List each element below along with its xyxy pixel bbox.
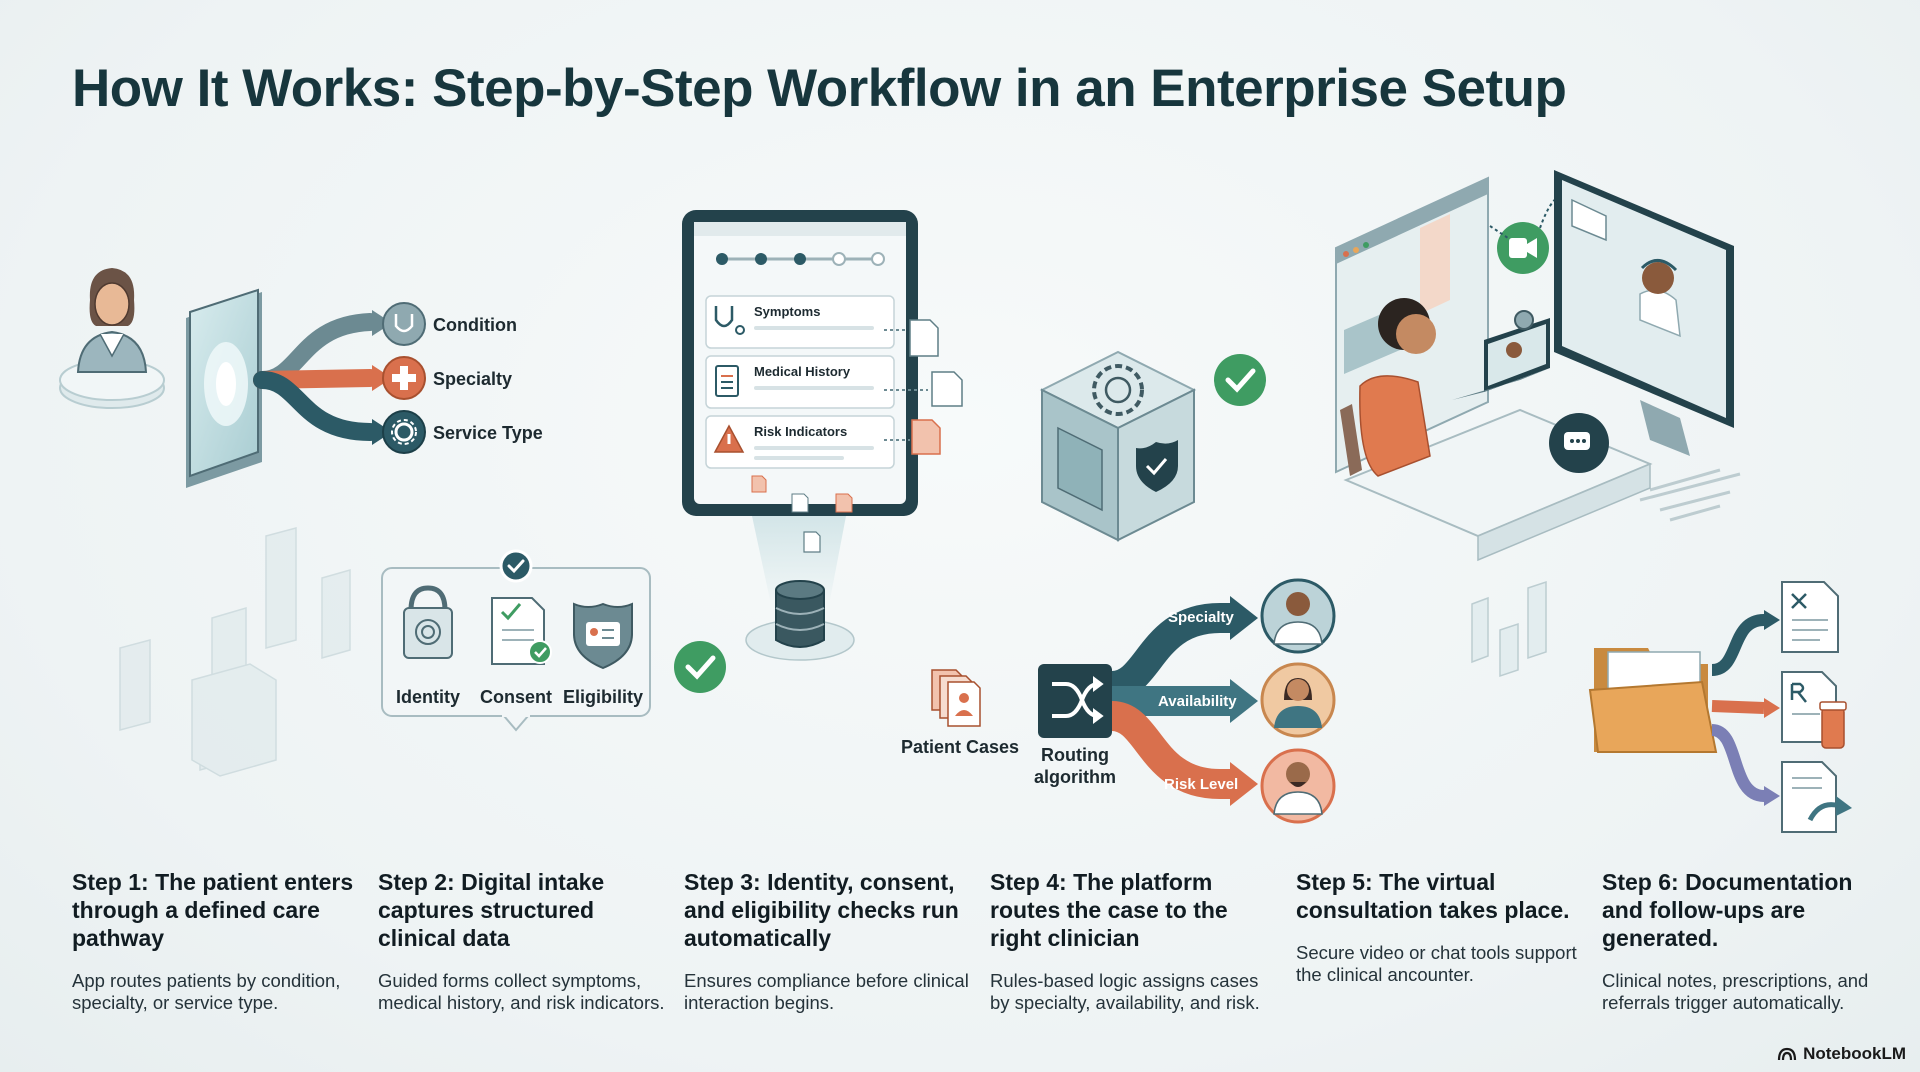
folder-icon xyxy=(1588,648,1718,753)
secure-cube-illustration xyxy=(1039,350,1266,542)
field-label-risk-indicators: Risk Indicators xyxy=(754,424,847,439)
step-6-body: Clinical notes, prescriptions, and refer… xyxy=(1602,970,1869,1013)
step-3-body: Ensures compliance before clinical inter… xyxy=(684,970,969,1013)
step-4: Step 4: The platform routes the case to … xyxy=(990,868,1280,1014)
route-arrow-specialty xyxy=(1110,603,1230,701)
referral-arrow xyxy=(1710,724,1765,802)
fingerprint-lock-icon xyxy=(403,585,453,659)
routing-label-line2: algorithm xyxy=(1034,767,1116,787)
clinical-notes-icon xyxy=(1781,581,1839,653)
warning-icon xyxy=(713,424,745,453)
step6-illustration xyxy=(1471,580,1852,833)
step-2: Step 2: Digital intake captures structur… xyxy=(378,868,668,1014)
branch-label-service-type: Service Type xyxy=(433,423,543,443)
step-5-heading: Step 5: The virtual consultation takes p… xyxy=(1296,869,1570,923)
patient-cases-icon xyxy=(931,669,981,727)
routing-shuffle-icon xyxy=(1038,664,1112,738)
brand-label: NotebookLM xyxy=(1803,1044,1906,1063)
clinician-monitor xyxy=(1554,170,1734,456)
chat-bubble-icon xyxy=(1549,413,1609,473)
step-4-heading: Step 4: The platform routes the case to … xyxy=(990,869,1228,951)
clinician-avatar-specialty xyxy=(1260,578,1336,654)
check-label-identity: Identity xyxy=(396,687,460,707)
field-label-symptoms: Symptoms xyxy=(754,304,820,319)
step3-illustration: Identity Consent Eligibility xyxy=(381,549,726,732)
data-lines-decoration xyxy=(1639,468,1741,522)
step-2-body: Guided forms collect symptoms, medical h… xyxy=(378,970,665,1013)
buildings-decoration xyxy=(119,527,351,777)
step-5: Step 5: The virtual consultation takes p… xyxy=(1296,868,1586,986)
stethoscope-icon xyxy=(382,302,426,346)
step-2-heading: Step 2: Digital intake captures structur… xyxy=(378,869,605,951)
step-3: Step 3: Identity, consent, and eligibili… xyxy=(684,868,974,1014)
clinician-avatar-risk xyxy=(1260,748,1336,824)
gear-icon xyxy=(382,410,426,454)
prescription-icon xyxy=(1781,671,1847,749)
field-label-medical-history: Medical History xyxy=(754,364,851,379)
notes-arrow xyxy=(1711,614,1765,676)
progress-stepper xyxy=(716,252,885,266)
step-4-body: Rules-based logic assigns cases by speci… xyxy=(990,970,1260,1013)
service-branch-arrow xyxy=(253,371,379,441)
step-6: Step 6: Documentation and follow-ups are… xyxy=(1602,868,1882,1014)
notebooklm-logo-icon xyxy=(1777,1047,1797,1061)
intake-tablet: Symptoms Medical History Risk Indicators xyxy=(682,210,918,516)
checkmark-icon xyxy=(499,549,533,583)
step-1-heading: Step 1: The patient enters through a def… xyxy=(72,869,354,951)
step-1-body: App routes patients by condition, specia… xyxy=(72,970,341,1013)
shield-check-icon xyxy=(1136,440,1178,492)
workflow-illustration: Condition Specialty Service Type xyxy=(59,170,1852,833)
shield-id-icon xyxy=(573,602,633,670)
step1-illustration: Condition Specialty Service Type xyxy=(59,268,543,777)
video-call-icon xyxy=(1497,222,1549,274)
step2-illustration: Symptoms Medical History Risk Indicators xyxy=(682,210,963,661)
notebooklm-brand: NotebookLM xyxy=(1777,1044,1906,1064)
patient-icon xyxy=(59,268,165,409)
referral-document-icon xyxy=(1781,761,1852,833)
gear-brain-icon xyxy=(1092,364,1144,416)
tablet-portal-icon xyxy=(186,288,262,488)
route-label-availability: Availability xyxy=(1158,693,1237,710)
green-checkmark-icon xyxy=(1214,354,1266,406)
clinician-avatar-availability xyxy=(1260,662,1336,738)
database-icon xyxy=(745,580,855,661)
check-label-consent: Consent xyxy=(480,687,552,707)
step-1: Step 1: The patient enters through a def… xyxy=(72,868,362,1014)
step5-illustration xyxy=(1335,170,1741,562)
medical-cross-icon xyxy=(382,356,426,400)
step-5-body: Secure video or chat tools support the c… xyxy=(1296,942,1577,985)
check-label-eligibility: Eligibility xyxy=(563,687,643,707)
laptop-icon xyxy=(1452,310,1550,400)
bar-decoration xyxy=(1471,580,1547,678)
patient-cases-label: Patient Cases xyxy=(901,737,1019,757)
routing-label-line1: Routing xyxy=(1041,745,1109,765)
route-label-specialty: Specialty xyxy=(1168,609,1235,626)
stethoscope-icon xyxy=(714,306,745,335)
document-icons xyxy=(751,319,963,513)
step-6-heading: Step 6: Documentation and follow-ups are… xyxy=(1602,869,1853,951)
route-arrow-risk xyxy=(1110,701,1230,799)
route-label-risk-level: Risk Level xyxy=(1164,776,1238,793)
green-checkmark-icon xyxy=(674,641,726,693)
prescription-arrow xyxy=(1711,700,1765,714)
page-title: How It Works: Step-by-Step Workflow in a… xyxy=(72,59,1567,118)
branch-label-condition: Condition xyxy=(433,315,517,335)
branch-label-specialty: Specialty xyxy=(433,369,512,389)
clipboard-icon xyxy=(715,365,739,397)
consent-document-icon xyxy=(491,597,552,665)
step4-illustration: Patient Cases Routing algorithm Specialt… xyxy=(901,578,1336,824)
step-3-heading: Step 3: Identity, consent, and eligibili… xyxy=(684,869,959,951)
